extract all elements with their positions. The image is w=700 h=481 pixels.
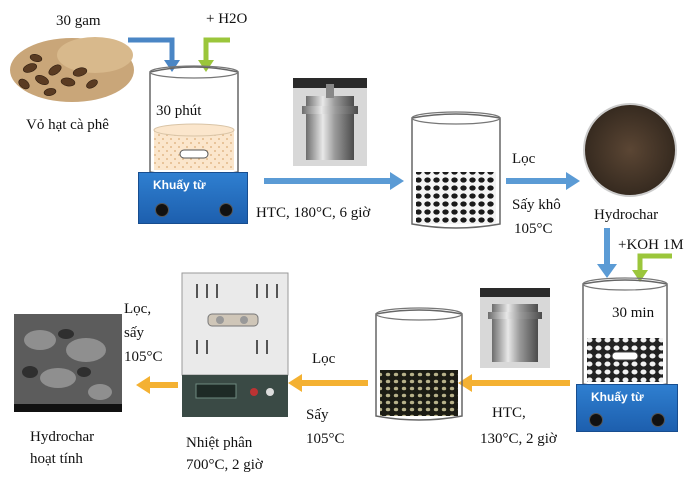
magnetic-stirrer-1: Khuấy từ [138,172,248,224]
htc-condition-2-line2: 130°C, 2 giờ [480,431,557,447]
sem-image [14,314,122,412]
koh-label: +KOH 1M [618,237,684,253]
stirrer-knob [589,413,603,427]
stirrer-knob [219,203,233,217]
coffee-husk-image [10,37,134,102]
stirrer-label: Khuấy từ [591,390,644,404]
dry-label-2: Sấy [306,407,329,423]
filter-dry-label-3: Lọc, [124,301,152,317]
pyrolysis-condition: 700°C, 2 giờ [186,457,263,473]
water-label: + H2O [206,11,248,27]
dry-label-3: sấy [124,325,144,341]
mass-label: 30 gam [56,13,101,29]
hydrochar-image [583,103,677,197]
htc-condition-2-line1: HTC, [492,405,526,421]
activated-hydrochar-line1: Hydrochar [30,429,95,445]
htc-reactor-photo-1 [293,78,367,166]
hydrochar-label: Hydrochar [594,207,659,223]
magnetic-stirrer-2: Khuấy từ [576,384,678,432]
temp-label-2: 105°C [306,431,345,447]
stirrer-knob [651,413,665,427]
material-label: Vỏ hạt cà phê [26,117,109,133]
temp-label-1: 105°C [514,221,553,237]
time-label-2: 30 min [612,305,655,321]
htc-condition-1: HTC, 180°C, 6 giờ [256,205,371,221]
beaker-3 [582,277,668,389]
beaker-2 [411,111,501,229]
stirrer-label: Khuấy từ [153,178,206,192]
filter-label-2: Lọc [312,351,336,367]
activated-hydrochar-line2: hoạt tính [30,451,83,467]
beaker-4 [375,307,463,421]
time-label-1: 30 phút [156,103,202,119]
stirrer-knob [155,203,169,217]
pyrolysis-label: Nhiệt phân [186,435,253,451]
filter-label-1: Lọc [512,151,536,167]
temp-label-3: 105°C [124,349,163,365]
dry-label-1: Sấy khô [512,197,561,213]
htc-reactor-photo-2 [480,288,550,368]
beaker-1 [149,65,239,177]
furnace-image [181,272,289,417]
